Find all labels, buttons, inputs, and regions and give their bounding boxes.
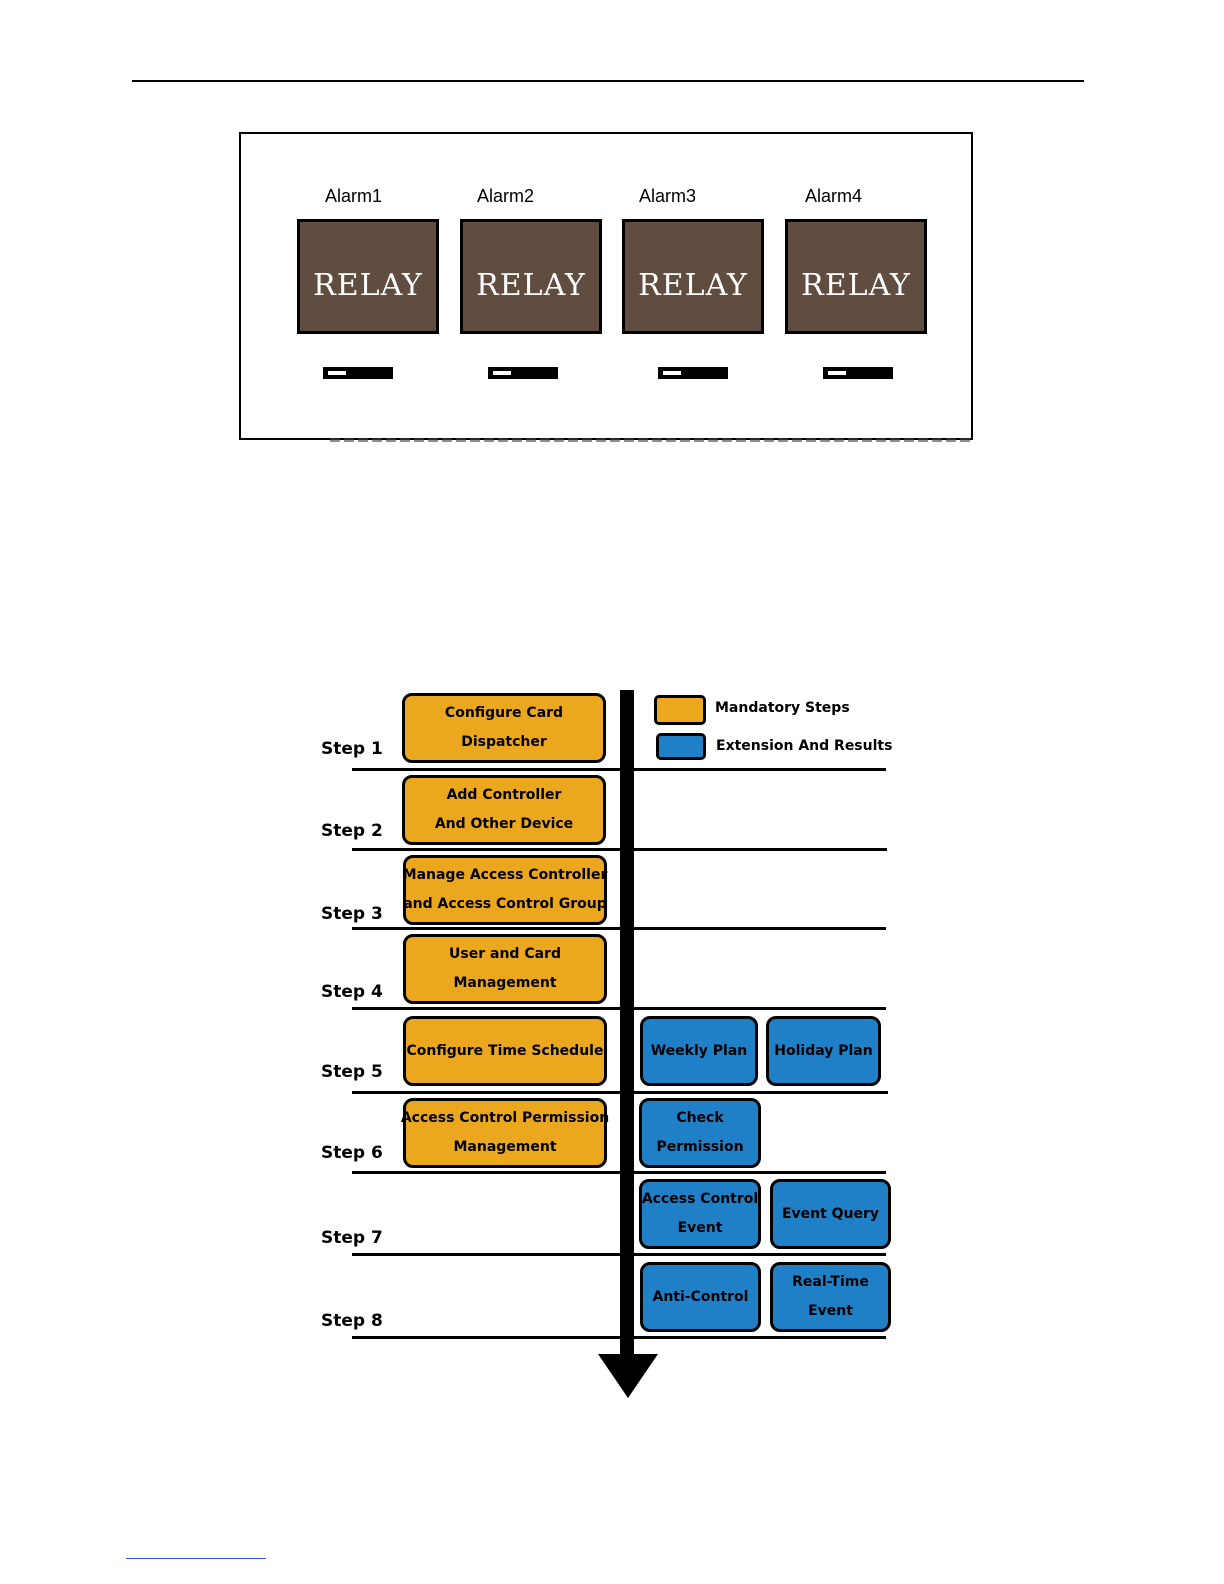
event-query-box: Event Query (770, 1179, 891, 1249)
step-label-6: Step 6 (321, 1143, 383, 1163)
box-text-line: Event (808, 1303, 853, 1319)
switch-knob (327, 370, 347, 376)
step-label-2: Step 2 (321, 821, 383, 841)
step-separator (352, 1007, 886, 1010)
step-label-7: Step 7 (321, 1228, 383, 1248)
configure-card-dispatcher-box: Configure Card Dispatcher (402, 693, 606, 763)
box-text-line: Real-Time (792, 1274, 869, 1290)
flow-spine (620, 690, 634, 1358)
box-text-line: Weekly Plan (650, 1042, 748, 1059)
switch-knob (827, 370, 847, 376)
step-separator (352, 848, 887, 851)
legend-extension: Extension And Results (716, 738, 893, 754)
holiday-plan-box: Holiday Plan (766, 1016, 881, 1086)
weekly-plan-box: Weekly Plan (640, 1016, 758, 1086)
step-separator (352, 927, 886, 930)
box-text-line: Access Control (641, 1191, 759, 1207)
alarm-label-1: Alarm1 (325, 186, 383, 206)
switch-knob (492, 370, 512, 376)
check-permission-box: Check Permission (639, 1098, 761, 1168)
box-text-line: Check (676, 1110, 724, 1126)
box-text-line: Permission (656, 1139, 744, 1155)
step-separator (352, 1253, 886, 1256)
access-control-permission-box: Access Control Permission Management (400, 1098, 610, 1168)
box-text-line: Anti-Control (652, 1288, 749, 1305)
box-text-line: Manage Access Controller (402, 867, 608, 883)
step-label-8: Step 8 (321, 1311, 383, 1331)
box-text-line: Event Query (781, 1205, 880, 1222)
dip-switch-3 (658, 367, 728, 379)
access-control-event-box: Access Control Event (639, 1179, 761, 1249)
step-label-5: Step 5 (321, 1062, 383, 1082)
manage-access-controller-box: Manage Access Controller and Access Cont… (403, 855, 607, 925)
anti-control-box: Anti-Control (640, 1262, 761, 1332)
box-text-line: and Access Control Group (403, 896, 607, 912)
relay-label: RELAY (638, 268, 748, 303)
step-separator (352, 1336, 886, 1339)
step-separator (352, 768, 886, 771)
step-label-1: Step 1 (321, 739, 383, 759)
footer-link-underline (126, 1558, 266, 1559)
relay-box-3: RELAY (622, 219, 764, 334)
switch-knob (662, 370, 682, 376)
alarm-label-4: Alarm4 (805, 186, 863, 206)
alarm-label-3: Alarm3 (639, 186, 697, 206)
relay-label: RELAY (476, 268, 586, 303)
step-separator (352, 1171, 886, 1174)
header-rule (132, 80, 1084, 82)
dip-switch-1 (323, 367, 393, 379)
real-time-event-box: Real-Time Event (770, 1262, 891, 1332)
relay-label: RELAY (313, 268, 423, 303)
alarm-label-2: Alarm2 (477, 186, 535, 206)
add-controller-box: Add Controller And Other Device (402, 775, 606, 845)
relay-panel-shadow (330, 438, 970, 442)
box-text-line: Access Control Permission (400, 1110, 610, 1126)
box-text-line: Configure Card (444, 705, 564, 721)
box-text-line: Add Controller (446, 787, 562, 803)
legend-swatch-mandatory (654, 695, 706, 725)
step-label-3: Step 3 (321, 904, 383, 924)
box-text-line: Holiday Plan (774, 1042, 873, 1059)
box-text-line: Configure Time Schedule (406, 1042, 604, 1059)
relay-box-1: RELAY (297, 219, 439, 334)
arrow-down-icon (598, 1354, 658, 1398)
step-separator (352, 1091, 888, 1094)
box-text-line: User and Card (449, 946, 561, 962)
box-text-line: Dispatcher (461, 734, 547, 750)
legend-swatch-extension (656, 733, 706, 760)
relay-label: RELAY (801, 268, 911, 303)
configure-time-schedule-box: Configure Time Schedule (403, 1016, 607, 1086)
box-text-line: Event (677, 1220, 723, 1236)
dip-switch-2 (488, 367, 558, 379)
dip-switch-4 (823, 367, 893, 379)
box-text-line: Management (453, 975, 557, 991)
relay-box-2: RELAY (460, 219, 602, 334)
legend-mandatory: Mandatory Steps (715, 700, 850, 716)
relay-box-4: RELAY (785, 219, 927, 334)
box-text-line: And Other Device (434, 816, 574, 832)
box-text-line: Management (453, 1139, 557, 1155)
user-card-management-box: User and Card Management (403, 934, 607, 1004)
step-label-4: Step 4 (321, 982, 383, 1002)
